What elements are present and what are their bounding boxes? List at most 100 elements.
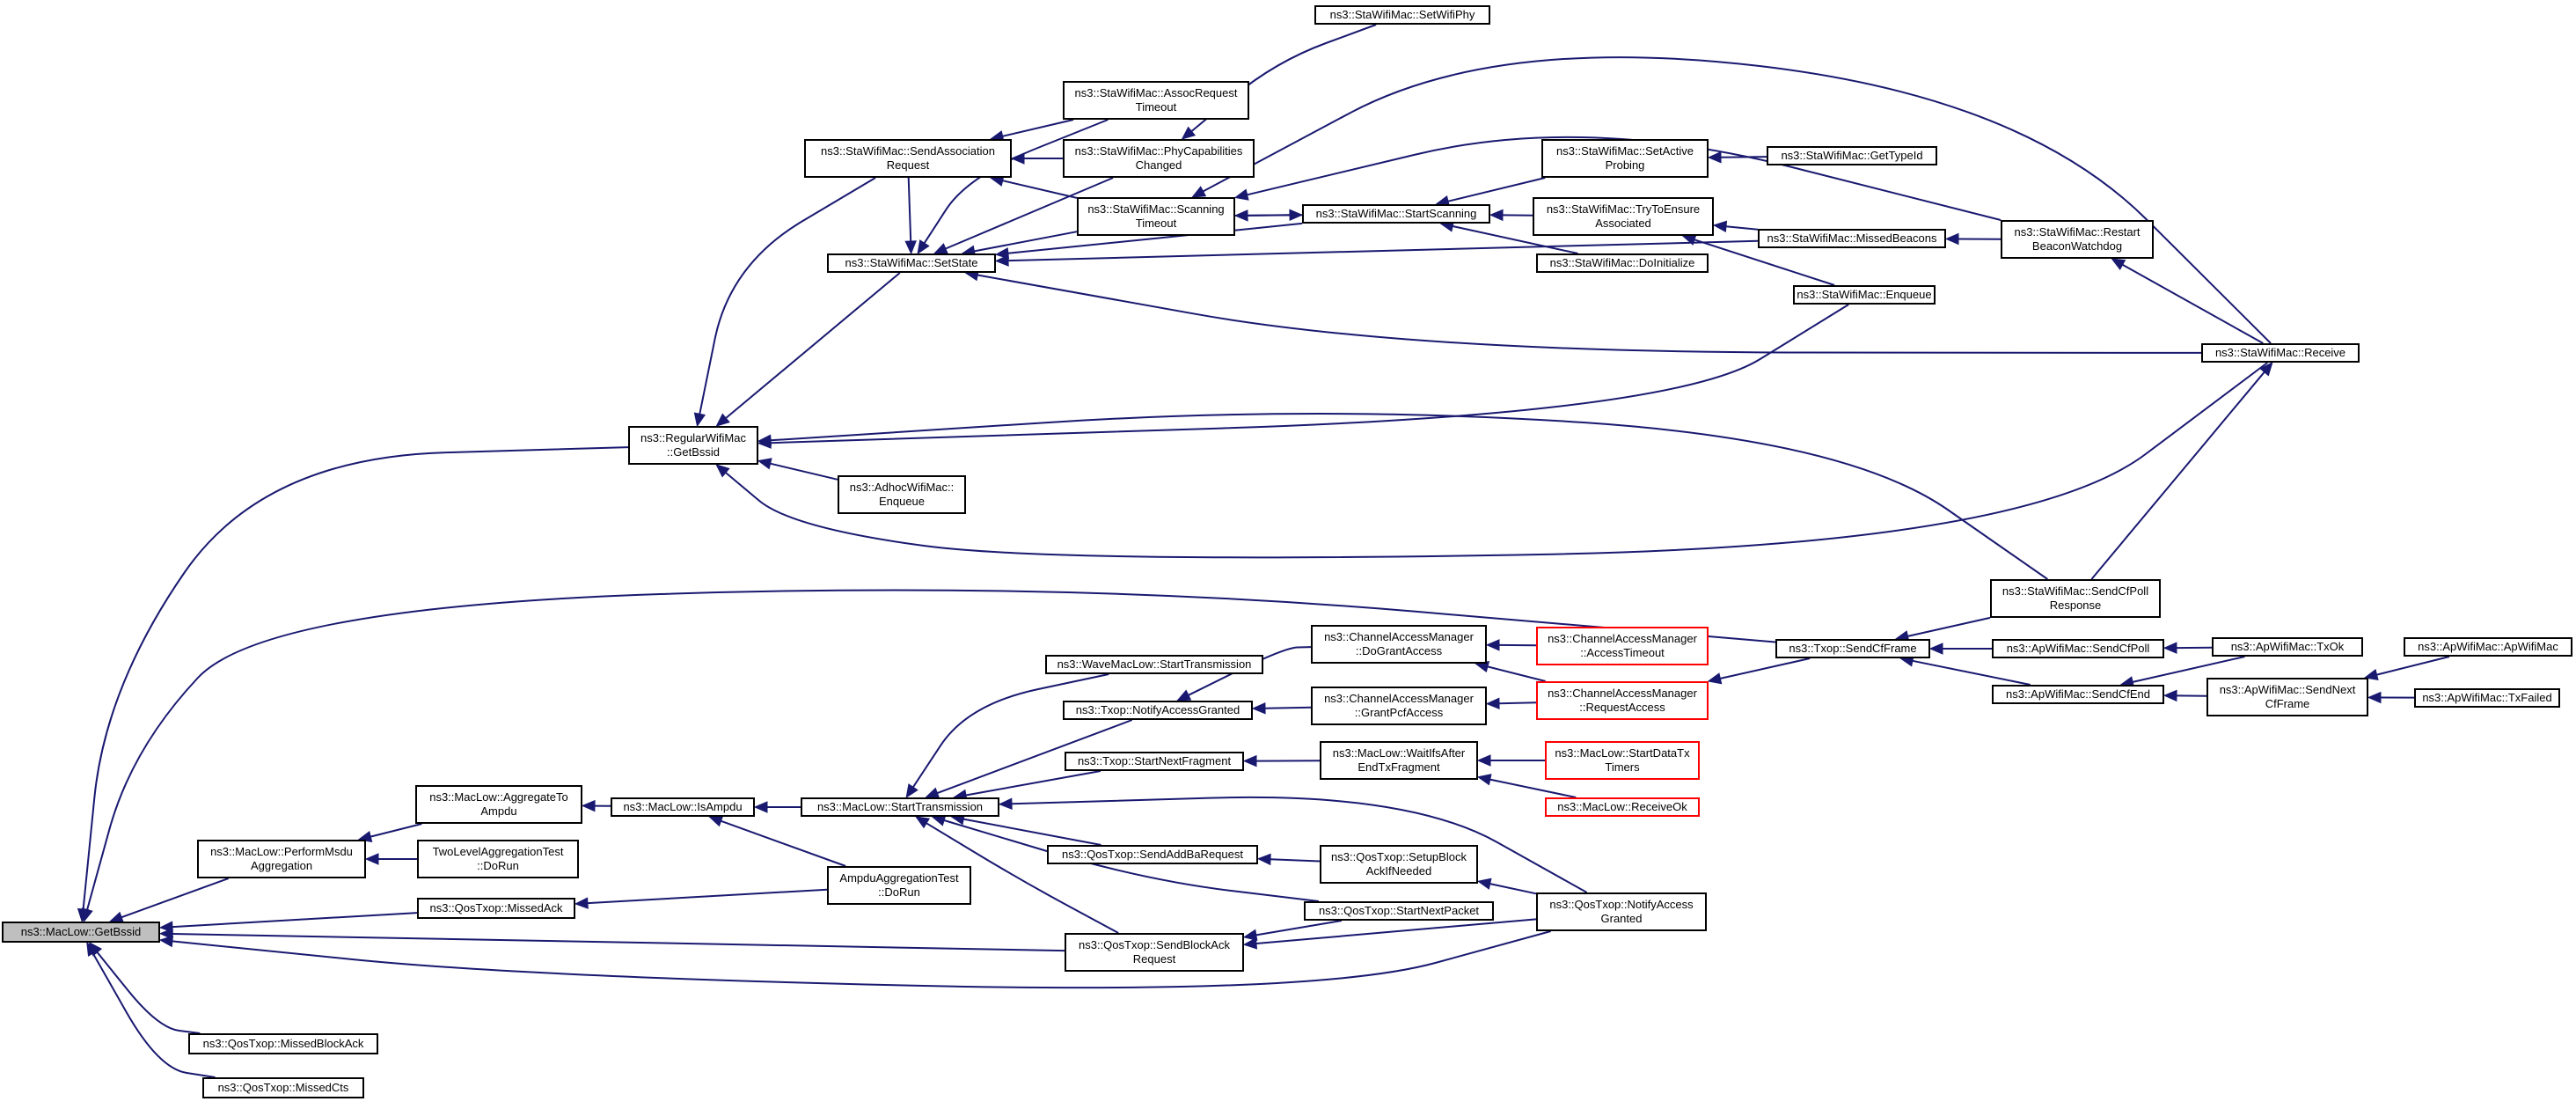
node-phycapabilities[interactable]: ns3::StaWifiMac::PhyCapabilities Changed	[1063, 139, 1255, 178]
arrowhead-stareceive-to-restartbeacon	[2111, 258, 2126, 271]
arrowhead-setwifiphy-to-phycapabilities	[1181, 126, 1197, 140]
arrowhead-stareceive-to-scanningtimeout	[1191, 186, 1207, 198]
node-regulargetbssid[interactable]: ns3::RegularWifiMac ::GetBssid	[628, 426, 758, 465]
node-grantpcfaccess[interactable]: ns3::ChannelAccessManager ::GrantPcfAcce…	[1311, 687, 1487, 725]
edge-regulargetbssid-to-getbssid	[82, 446, 629, 910]
arrowhead-apsendcfpoll-to-sendcfframe	[1928, 643, 1943, 655]
node-apsendcfend[interactable]: ns3::ApWifiMac::SendCfEnd	[1992, 685, 2164, 704]
node-missedbeacons[interactable]: ns3::StaWifiMac::MissedBeacons	[1758, 229, 1946, 248]
node-stareceive[interactable]: ns3::StaWifiMac::Receive	[2201, 343, 2360, 363]
edge-sendblockackrequest-to-getbssid	[172, 933, 1065, 952]
node-qosmissedblockack[interactable]: ns3::QosTxop::MissedBlockAck	[188, 1033, 378, 1054]
node-apsendcfpoll[interactable]: ns3::ApWifiMac::SendCfPoll	[1992, 639, 2164, 658]
edge-setupblockack-to-sendaddbarequest	[1270, 858, 1321, 863]
edge-sendcfframe-to-getbssid	[86, 589, 1776, 910]
edge-sendcfpoll-to-stareceive	[2090, 371, 2265, 580]
node-qosmissedack[interactable]: ns3::QosTxop::MissedAck	[417, 898, 575, 919]
node-sendcfpoll[interactable]: ns3::StaWifiMac::SendCfPoll Response	[1990, 579, 2161, 618]
arrowhead-sendblockackrequest-to-getbssid	[158, 928, 173, 940]
edge-gettypeid-to-setactiveprobing	[1720, 156, 1767, 158]
node-sendassociation[interactable]: ns3::StaWifiMac::SendAssociation Request	[804, 139, 1012, 178]
arrowhead-trytoensure-to-startscanning	[1489, 209, 1504, 222]
edge-qosmissedack-to-getbssid	[172, 912, 418, 929]
node-twolevel[interactable]: TwoLevelAggregationTest ::DoRun	[417, 840, 579, 878]
edge-sendcfpoll-to-regulargetbssid	[770, 413, 2048, 580]
arrowhead-startscanning-to-setstate	[994, 247, 1010, 260]
edge-sendcfpoll-to-sendcfframe	[1907, 616, 1991, 637]
node-wavestart[interactable]: ns3::WaveMacLow::StartTransmission	[1045, 655, 1263, 674]
arrowhead-ampdutest-to-qosmissedack	[574, 897, 589, 909]
edge-phycapabilities-to-setstate	[945, 177, 1114, 250]
edge-requestaccess-to-grantpcfaccess	[1498, 701, 1537, 705]
node-setwifiphy[interactable]: ns3::StaWifiMac::SetWifiPhy	[1314, 5, 1490, 25]
arrowhead-requestaccess-to-grantpcfaccess	[1485, 697, 1500, 710]
edge-setactiveprobing-to-startscanning	[1447, 177, 1546, 202]
edge-sendcfframe-to-requestaccess	[1720, 657, 1811, 679]
node-ampdutest[interactable]: AmpduAggregationTest ::DoRun	[827, 866, 971, 905]
edge-scanningtimeout-to-sendassociation	[1002, 180, 1078, 199]
edge-qosnotifyaccess-to-sendblockackrequest	[1255, 918, 1537, 944]
arrowhead-isampdu-to-aggregatetoampdu	[581, 799, 596, 812]
node-sendaddbarequest[interactable]: ns3::QosTxop::SendAddBaRequest	[1047, 845, 1258, 864]
edge-requestaccess-to-dograntaccess	[1487, 665, 1546, 682]
node-isampdu[interactable]: ns3::MacLow::IsAmpdu	[611, 797, 755, 817]
node-trytoensure[interactable]: ns3::StaWifiMac::TryToEnsure Associated	[1533, 197, 1714, 236]
edge-qosnotifyaccess-to-starttransmission	[1011, 796, 1588, 893]
node-starttransmission[interactable]: ns3::MacLow::StartTransmission	[801, 797, 999, 817]
arrowhead-stareceive-to-regulargetbssid	[715, 464, 730, 478]
edge-qosnotifyaccess-to-setupblockack	[1489, 883, 1537, 895]
node-aggregatetoampdu[interactable]: ns3::MacLow::AggregateTo Ampdu	[415, 785, 582, 824]
node-startscanning[interactable]: ns3::StaWifiMac::StartScanning	[1302, 204, 1490, 224]
node-scanningtimeout[interactable]: ns3::StaWifiMac::Scanning Timeout	[1077, 197, 1235, 236]
arrowhead-accesstimeout-to-dograntaccess	[1485, 639, 1500, 651]
node-aptxok[interactable]: ns3::ApWifiMac::TxOk	[2212, 637, 2363, 657]
edge-grantpcfaccess-to-notifyaccessgranted	[1264, 706, 1312, 709]
node-staenqueue[interactable]: ns3::StaWifiMac::Enqueue	[1793, 285, 1936, 305]
edge-notifyaccessgranted-to-starttransmission	[937, 719, 1133, 795]
edge-scanningtimeout-to-startscanning	[1234, 214, 1291, 217]
edge-qosstartnextpacket-to-sendblockackrequest	[1255, 920, 1343, 936]
edge-setstate-to-regulargetbssid	[725, 272, 901, 419]
edge-missedbeacons-to-setstate	[1007, 239, 1759, 262]
node-assoctimeout[interactable]: ns3::StaWifiMac::AssocRequest Timeout	[1063, 81, 1249, 120]
node-accesstimeout[interactable]: ns3::ChannelAccessManager ::AccessTimeou…	[1536, 627, 1709, 665]
node-sendblockackrequest[interactable]: ns3::QosTxop::SendBlockAck Request	[1065, 933, 1244, 972]
node-performmsdu[interactable]: ns3::MacLow::PerformMsdu Aggregation	[197, 840, 366, 878]
node-gettypeid[interactable]: ns3::StaWifiMac::GetTypeId	[1767, 146, 1937, 165]
edge-qosmissedblockack-to-getbssid	[96, 951, 201, 1034]
node-startnextfragment[interactable]: ns3::Txop::StartNextFragment	[1065, 752, 1244, 771]
node-requestaccess[interactable]: ns3::ChannelAccessManager ::RequestAcces…	[1536, 681, 1709, 720]
arrowhead-qosnotifyaccess-to-getbssid	[158, 935, 174, 948]
node-qosstartnextpacket[interactable]: ns3::QosTxop::StartNextPacket	[1304, 901, 1494, 921]
node-apwifimac[interactable]: ns3::ApWifiMac::ApWifiMac	[2404, 637, 2572, 657]
arrowhead-scanningtimeout-to-startscanning	[1289, 209, 1304, 222]
edge-sendaddbarequest-to-starttransmission	[963, 818, 1101, 846]
node-setstate[interactable]: ns3::StaWifiMac::SetState	[827, 253, 996, 273]
node-startdatatx[interactable]: ns3::MacLow::StartDataTx Timers	[1545, 741, 1700, 780]
edge-missedbeacons-to-trytoensure	[1725, 225, 1759, 231]
edge-doinitialize-to-startscanning	[1452, 225, 1578, 254]
edge-ampdutest-to-isampdu	[721, 819, 846, 867]
arrowhead-apsendnextcf-to-apsendcfend	[2163, 689, 2177, 702]
node-restartbeacon[interactable]: ns3::StaWifiMac::Restart BeaconWatchdog	[2001, 220, 2154, 259]
node-qosmissedcts[interactable]: ns3::QosTxop::MissedCts	[202, 1077, 364, 1098]
node-apsendnextcf[interactable]: ns3::ApWifiMac::SendNext CfFrame	[2206, 678, 2368, 716]
arrowhead-sendassociation-to-setstate	[904, 240, 917, 255]
node-aptxfailed[interactable]: ns3::ApWifiMac::TxFailed	[2414, 688, 2560, 708]
node-sendcfframe[interactable]: ns3::Txop::SendCfFrame	[1775, 639, 1930, 658]
node-waitifs[interactable]: ns3::MacLow::WaitIfsAfter EndTxFragment	[1320, 741, 1478, 780]
arrowhead-dograntaccess-to-notifyaccessgranted	[1176, 689, 1192, 701]
arrowhead-receiveok-to-waitifs	[1476, 774, 1492, 786]
arrowhead-assoctimeout-to-setstate	[917, 239, 930, 255]
node-dograntaccess[interactable]: ns3::ChannelAccessManager ::DoGrantAcces…	[1311, 625, 1487, 664]
node-notifyaccessgranted[interactable]: ns3::Txop::NotifyAccessGranted	[1063, 701, 1253, 720]
node-qosnotifyaccess[interactable]: ns3::QosTxop::NotifyAccess Granted	[1536, 892, 1707, 931]
node-doinitialize[interactable]: ns3::StaWifiMac::DoInitialize	[1536, 253, 1709, 273]
node-adhocenqueue[interactable]: ns3::AdhocWifiMac:: Enqueue	[838, 475, 966, 514]
edge-sendblockackrequest-to-starttransmission	[926, 822, 1119, 934]
arrowhead-aptxfailed-to-apsendnextcf	[2367, 691, 2382, 704]
node-getbssid[interactable]: ns3::MacLow::GetBssid	[2, 922, 160, 943]
node-receiveok[interactable]: ns3::MacLow::ReceiveOk	[1545, 797, 1700, 817]
node-setupblockack[interactable]: ns3::QosTxop::SetupBlock AckIfNeeded	[1320, 845, 1478, 884]
node-setactiveprobing[interactable]: ns3::StaWifiMac::SetActive Probing	[1541, 139, 1709, 178]
